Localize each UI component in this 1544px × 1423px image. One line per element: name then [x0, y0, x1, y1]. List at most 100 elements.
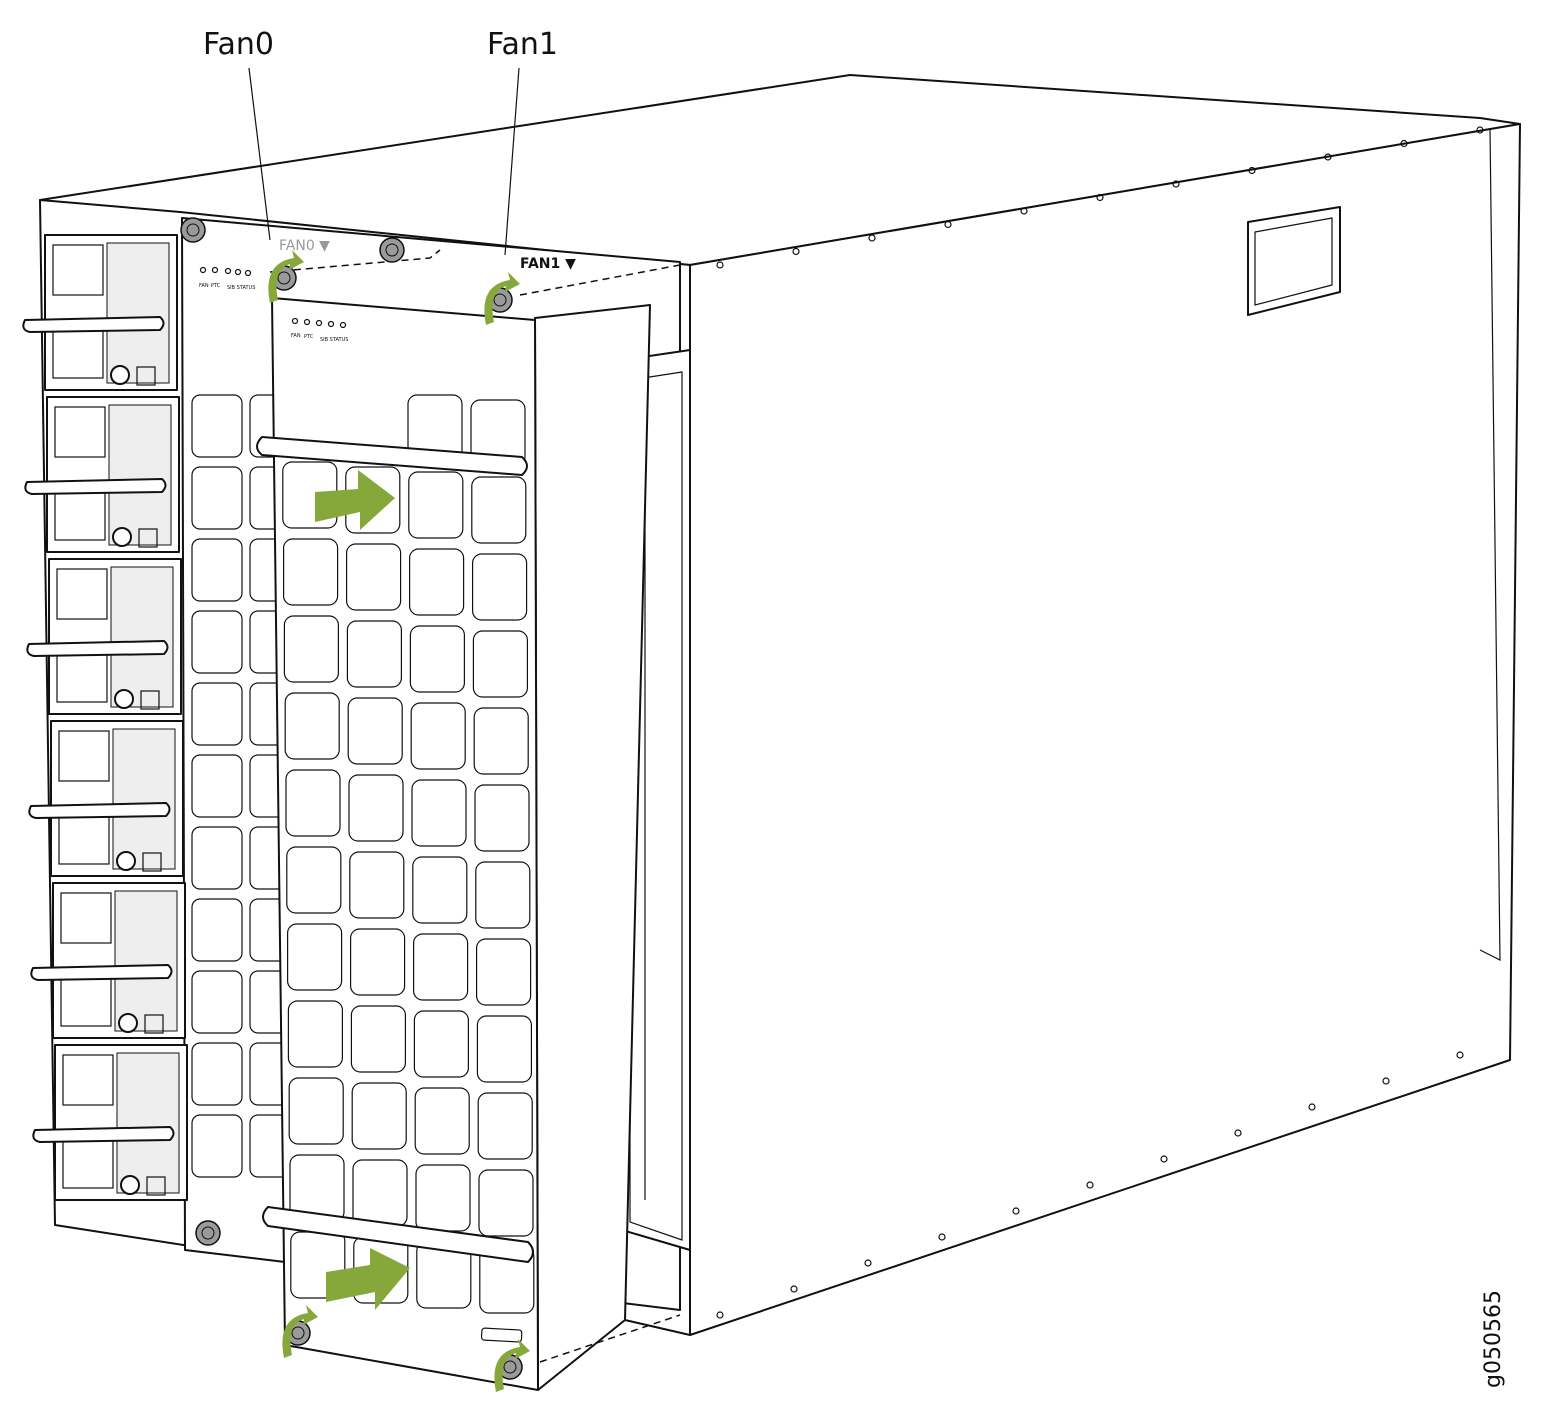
grille-cell: [351, 1082, 407, 1150]
screw-head-icon: [493, 293, 507, 307]
captive-screw: [379, 237, 405, 263]
grille-cell: [413, 1010, 469, 1078]
fan1-slot-label: FAN1 ▼: [520, 256, 576, 272]
power-supply-knob: [112, 527, 132, 547]
power-switch-icon: [142, 852, 162, 872]
rivet-icon: [1308, 1103, 1316, 1111]
screw-head-icon: [503, 1360, 517, 1374]
grille-cell: [411, 779, 467, 847]
grille-cell: [477, 1092, 533, 1160]
grille-cell: [191, 970, 243, 1034]
captive-screw: [180, 217, 206, 243]
power-supply-knob: [110, 365, 130, 385]
power-supply-knob: [114, 689, 134, 709]
power-switch-icon: [146, 1176, 166, 1196]
grille-cell: [346, 620, 402, 688]
power-supply-knob: [116, 851, 136, 871]
figure-id: g050565: [1481, 1290, 1506, 1388]
chassis-side-panel: [689, 123, 1521, 1336]
led-icon: [339, 321, 347, 329]
power-supply-handle: [30, 964, 173, 981]
grille-cell: [409, 548, 465, 616]
screw-head-icon: [186, 223, 200, 237]
power-supply: [30, 882, 186, 1039]
rivet-icon: [868, 234, 876, 242]
vent-grille: [114, 890, 178, 1032]
rivet-icon: [938, 1233, 946, 1241]
power-inlet-icon: [54, 406, 106, 458]
power-supply-handle: [24, 478, 167, 495]
grille-cell: [284, 692, 340, 760]
airflow-arrow-top: [315, 470, 395, 530]
led-label-sib-status: SIB STATUS: [320, 337, 348, 343]
rivet-icon: [1400, 139, 1408, 148]
rotate-arrow-icon: [494, 1339, 530, 1392]
grille-cell: [413, 933, 469, 1001]
vent-grille: [106, 242, 170, 384]
power-supply: [32, 1044, 188, 1201]
rotate-arrow-icon: [484, 272, 520, 325]
power-supply: [28, 720, 184, 877]
grille-cell: [191, 394, 243, 458]
callout-fan0: Fan0: [203, 27, 274, 62]
rivet-icon: [1324, 153, 1332, 161]
rivet-icon: [790, 1285, 798, 1293]
vent-grille: [108, 404, 172, 546]
grille-cell: [191, 466, 243, 530]
grille-cell: [350, 928, 406, 996]
grille-cell: [412, 856, 468, 924]
rivet-icon: [1160, 1155, 1168, 1163]
led-icon: [234, 268, 242, 276]
power-switch-icon: [144, 1014, 164, 1034]
led-icon: [303, 318, 311, 326]
fan1-tray-front: [271, 297, 539, 1391]
grille-cell: [288, 1077, 344, 1145]
grille-cell: [285, 769, 341, 837]
power-inlet-icon: [52, 244, 104, 296]
led-icon: [291, 317, 299, 325]
rivet-icon: [1248, 166, 1256, 175]
led-label-fan: FAN: [199, 283, 209, 289]
fan0-slot-label: FAN0 ▼: [279, 238, 330, 254]
fan1-tray-handle-top: [256, 436, 528, 476]
grille-cell: [287, 1000, 343, 1068]
grille-cell: [346, 543, 402, 611]
captive-screw: [195, 1220, 221, 1246]
power-switch-icon: [136, 366, 156, 386]
grille-cell: [408, 471, 464, 539]
power-switch-icon: [140, 690, 160, 710]
grille-cell: [350, 1005, 406, 1073]
power-inlet-icon: [56, 568, 108, 620]
led-icon: [224, 267, 232, 275]
rivet-icon: [1234, 1129, 1242, 1137]
vent-grille: [116, 1052, 180, 1194]
grille-cell: [414, 1087, 470, 1155]
grille-cell: [472, 553, 528, 621]
grille-cell: [286, 846, 342, 914]
power-supplies: [22, 234, 188, 1201]
grille-cell: [191, 898, 243, 962]
power-supply: [24, 396, 180, 553]
grille-cell: [283, 615, 339, 683]
grille-cell: [191, 1042, 243, 1106]
grille-cell: [191, 538, 243, 602]
led-icon: [315, 319, 323, 327]
rotate-arrow-icon: [282, 1305, 318, 1358]
led-indicators: [199, 266, 347, 329]
rivet-icon: [864, 1259, 872, 1267]
grille-cell: [410, 702, 466, 770]
power-switch-icon: [138, 528, 158, 548]
callout-line-fan1: [504, 67, 520, 256]
grille-cell: [349, 851, 405, 919]
callout-line-fan0: [248, 67, 271, 241]
grille-cell: [475, 861, 531, 929]
rivet-icon: [716, 1311, 724, 1319]
grille-cell: [471, 476, 527, 544]
grille-cell: [473, 707, 529, 775]
vent-grille: [110, 566, 174, 708]
rivet-icon: [1382, 1077, 1390, 1085]
rivet-icon: [1096, 193, 1104, 202]
grille-cell: [191, 754, 243, 818]
grille-cell: [409, 625, 465, 693]
